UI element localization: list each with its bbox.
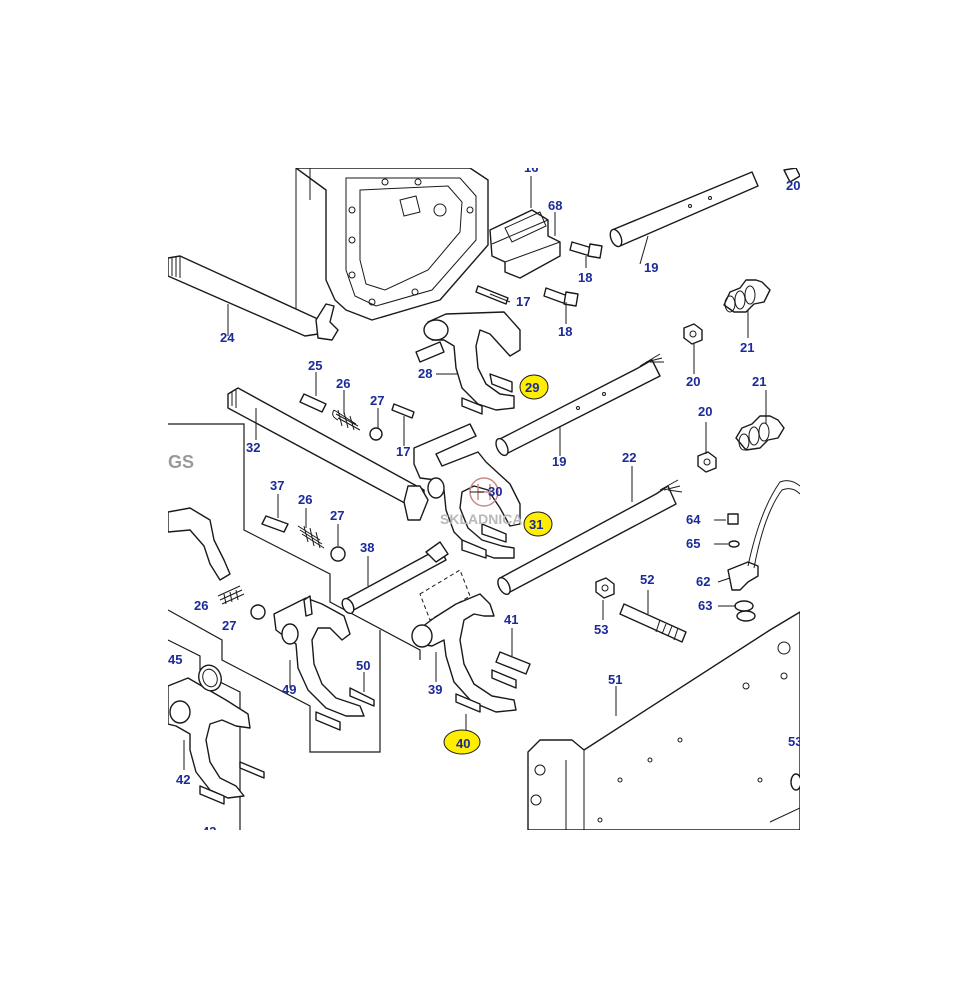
spring-26-middle <box>297 525 325 549</box>
rod-38 <box>341 541 449 615</box>
shift-fork-28 <box>415 311 521 415</box>
leader-lines <box>183 176 767 770</box>
shaft-24 <box>168 255 339 341</box>
nut-20-a <box>683 323 703 345</box>
label-20: 20 <box>686 374 700 389</box>
shaft-22 <box>497 479 683 595</box>
label-22: 22 <box>622 450 636 465</box>
shift-fork-49 <box>273 595 375 731</box>
label-26: 26 <box>194 598 208 613</box>
label-20: 20 <box>786 178 800 193</box>
label-16: 16 <box>524 160 538 175</box>
label-64: 64 <box>686 512 701 527</box>
pin-37 <box>261 515 289 533</box>
label-62: 62 <box>696 574 710 589</box>
spring-21-upper <box>723 279 771 313</box>
bolt-18-upper <box>569 241 603 259</box>
label-52: 52 <box>640 572 654 587</box>
ball-27-lower <box>250 604 266 620</box>
label-63: 63 <box>698 598 712 613</box>
label-38: 38 <box>360 540 374 555</box>
label-27: 27 <box>330 508 344 523</box>
highlight-29: 29 <box>519 374 549 400</box>
label-19: 19 <box>644 260 658 275</box>
label-30: 30 <box>488 484 502 499</box>
spring-26-upper <box>332 409 361 431</box>
nut-20-b <box>697 451 717 473</box>
label-20: 20 <box>698 404 712 419</box>
rod-19-lower <box>495 353 664 457</box>
label-25: 25 <box>308 358 322 373</box>
label-19: 19 <box>552 454 566 469</box>
gearbox-housing <box>295 168 489 330</box>
label-32: 32 <box>246 440 260 455</box>
label-49: 49 <box>282 682 296 697</box>
stud-52 <box>619 603 687 643</box>
pin-25 <box>299 393 327 413</box>
label-68: 68 <box>548 198 562 213</box>
label-51: 51 <box>608 672 622 687</box>
label-41: 41 <box>504 612 518 627</box>
spring-26-lower <box>217 585 245 605</box>
svg-text:31: 31 <box>529 517 543 532</box>
shift-fork-39 <box>411 593 517 713</box>
watermark-text: SKLADNICA <box>440 511 522 527</box>
hint-outline <box>419 569 471 621</box>
housing-51 <box>527 611 800 830</box>
label-65: 65 <box>686 536 700 551</box>
pin-17-lower <box>391 403 415 419</box>
label-17: 17 <box>516 294 530 309</box>
shaft-32 <box>227 387 429 521</box>
label-27: 27 <box>370 393 384 408</box>
label-26: 26 <box>336 376 350 391</box>
washers-63 <box>734 600 756 622</box>
label-53: 53 <box>788 734 802 749</box>
label-18: 18 <box>558 324 572 339</box>
ball-27-middle <box>330 546 346 562</box>
sensor-62 <box>727 480 800 591</box>
svg-text:29: 29 <box>525 380 539 395</box>
label-39: 39 <box>428 682 442 697</box>
label-18: 18 <box>578 270 592 285</box>
pin-41 <box>495 651 531 675</box>
ball-27-upper <box>369 427 383 441</box>
spring-21-lower <box>735 415 785 451</box>
label-45: 45 <box>168 652 182 667</box>
highlight-31: 31 <box>523 511 553 537</box>
shift-fork-42 <box>168 677 265 805</box>
label-27: 27 <box>222 618 236 633</box>
nut-53 <box>595 577 615 599</box>
bolt-64 <box>727 513 739 525</box>
part-labels: 16 20 68 18 19 24 17 18 21 25 28 20 26 2… <box>168 160 802 839</box>
svg-text:40: 40 <box>456 736 470 751</box>
label-53: 53 <box>594 622 608 637</box>
bolt-18-lower <box>543 287 579 307</box>
plug-53 <box>790 773 800 791</box>
label-26: 26 <box>298 492 312 507</box>
bracket-68 <box>489 209 561 279</box>
washer-65 <box>728 540 740 548</box>
label-37: 37 <box>270 478 284 493</box>
section-label: GS <box>168 452 194 472</box>
label-21: 21 <box>752 374 766 389</box>
label-50: 50 <box>356 658 370 673</box>
highlight-40: 40 <box>443 729 481 755</box>
label-24: 24 <box>220 330 235 345</box>
label-42: 42 <box>176 772 190 787</box>
rod-19-upper <box>609 171 759 248</box>
label-21: 21 <box>740 340 754 355</box>
label-43: 43 <box>202 824 216 839</box>
label-17: 17 <box>396 444 410 459</box>
label-28: 28 <box>418 366 432 381</box>
nut-20-c <box>783 168 800 183</box>
lever <box>168 507 231 581</box>
shift-fork-30 <box>413 423 521 559</box>
